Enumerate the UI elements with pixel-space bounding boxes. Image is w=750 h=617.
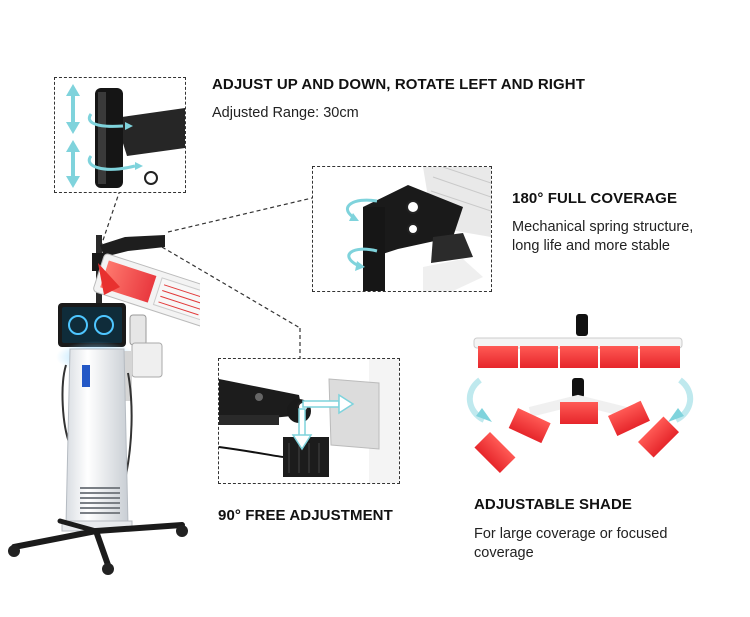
- free-adjust-title: 90° FREE ADJUSTMENT: [218, 507, 393, 524]
- rotate-description: Adjusted Range: 30cm: [212, 105, 359, 121]
- coverage-description-line-2: long life and more stable: [512, 238, 670, 254]
- curved-arrow-icon: [668, 377, 693, 423]
- rotate-title: ADJUST UP AND DOWN, ROTATE LEFT AND RIGH…: [212, 76, 585, 93]
- hinge-illustration: [219, 359, 399, 483]
- shade-title: ADJUSTABLE SHADE: [474, 496, 633, 513]
- shade-description-line-2: coverage: [474, 545, 534, 561]
- direction-arrow-icon: [66, 84, 80, 188]
- adjustable-shade-illustration: [467, 314, 693, 474]
- rotate-joint-illustration: [66, 84, 185, 188]
- rotate-arrow-icon: [345, 198, 378, 267]
- spring-joint-illustration: [345, 167, 491, 291]
- curved-arrow-icon: [467, 377, 492, 423]
- coverage-detail-box: [312, 166, 492, 292]
- shade-description-line-1: For large coverage or focused: [474, 526, 668, 542]
- free-adjust-detail-box: [218, 358, 400, 484]
- coverage-title: 180° FULL COVERAGE: [512, 190, 678, 207]
- light-therapy-device: [8, 235, 200, 575]
- direction-arrow-icon: [291, 393, 355, 451]
- rotate-detail-box: [54, 77, 186, 193]
- coverage-description-line-1: Mechanical spring structure,: [512, 219, 694, 235]
